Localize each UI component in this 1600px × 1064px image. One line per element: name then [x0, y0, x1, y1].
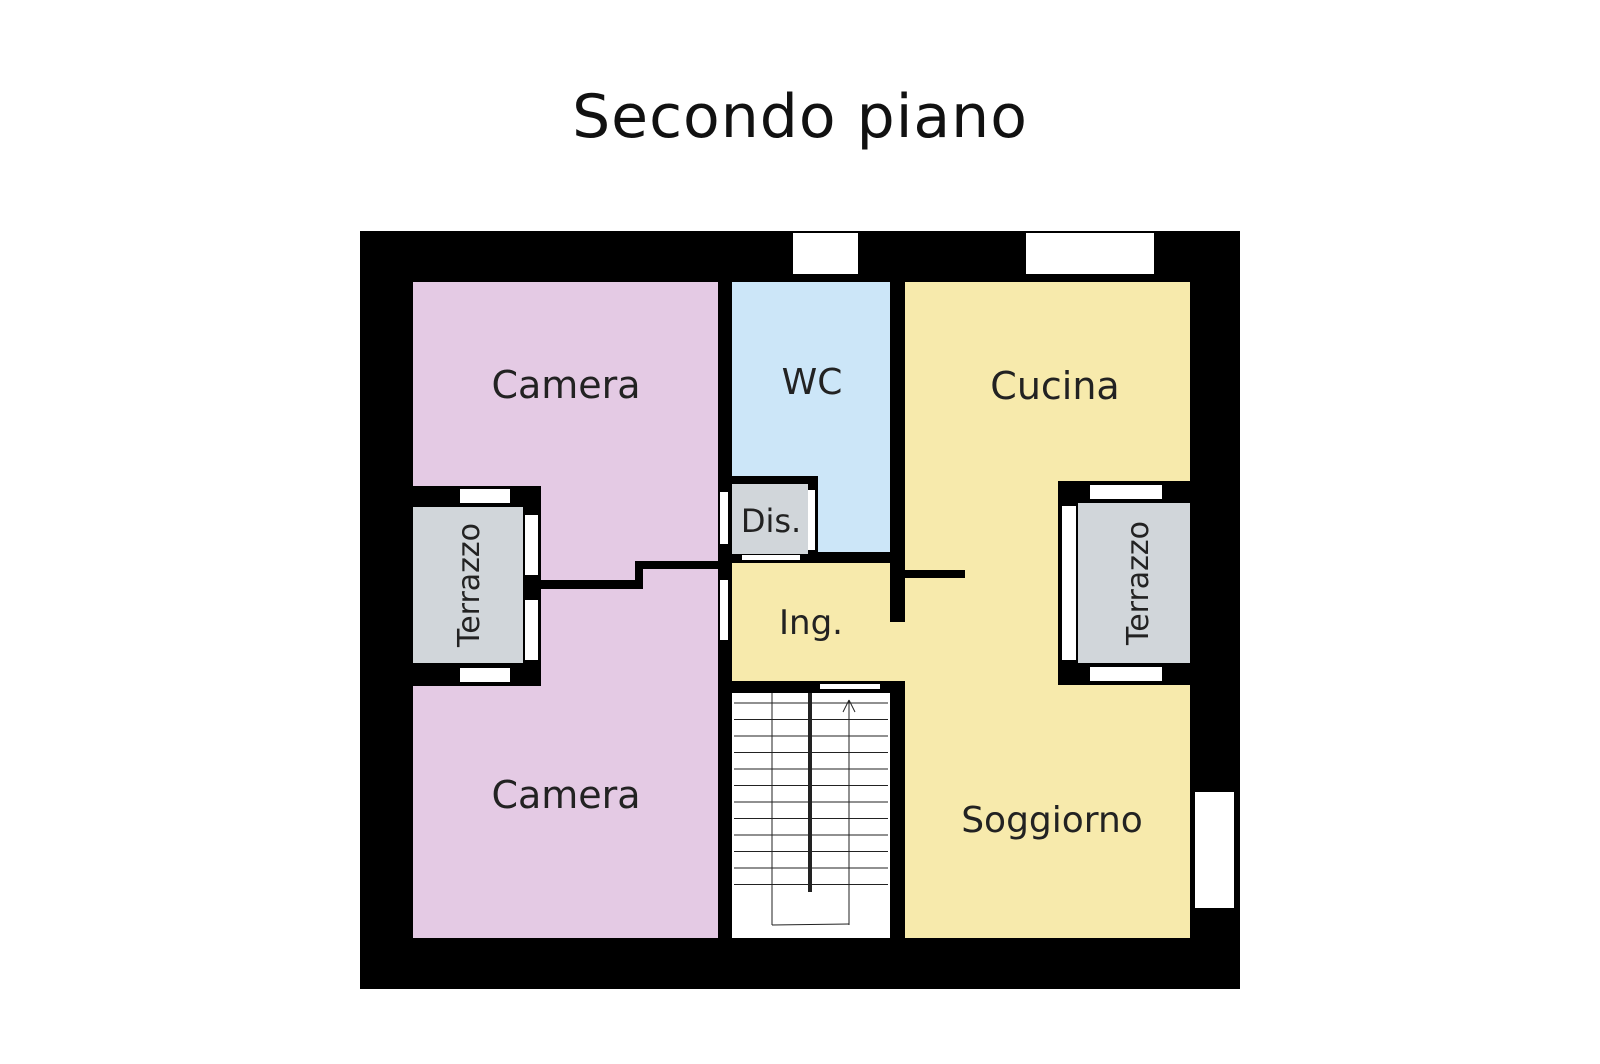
room-dis — [732, 484, 808, 554]
staircase — [734, 693, 888, 926]
partition-wall — [732, 552, 905, 563]
label-terrazzo-right: Terrazzo — [1121, 521, 1156, 646]
terrazzo-left — [413, 507, 523, 663]
partition-wall — [890, 570, 965, 578]
window — [525, 515, 538, 575]
door — [820, 684, 880, 689]
room-ing — [732, 563, 905, 681]
label-ing: Ing. — [779, 603, 843, 643]
label-terrazzo-left: Terrazzo — [452, 523, 487, 648]
window — [1026, 233, 1154, 274]
label-cucina: Cucina — [990, 364, 1119, 408]
page-title: Secondo piano — [572, 82, 1028, 152]
door — [720, 492, 728, 544]
label-soggiorno: Soggiorno — [961, 800, 1143, 841]
stair-rail — [771, 923, 850, 926]
label-camera-top: Camera — [491, 363, 640, 407]
partition-wall — [540, 561, 718, 589]
stair-arrow — [848, 699, 856, 713]
stair-arrow — [842, 699, 850, 713]
door — [742, 555, 800, 560]
window — [460, 668, 510, 682]
window — [793, 233, 858, 274]
label-dis: Dis. — [741, 502, 801, 540]
label-wc: WC — [782, 362, 843, 403]
door — [808, 490, 815, 550]
partition-wall — [890, 681, 905, 938]
window — [1062, 506, 1076, 660]
window — [1090, 485, 1162, 499]
door — [720, 580, 728, 640]
window — [460, 489, 510, 503]
terrazzo-right — [1078, 503, 1190, 663]
window — [1090, 667, 1162, 681]
window — [525, 600, 538, 660]
label-camera-bottom: Camera — [491, 773, 640, 817]
partition-wall — [890, 282, 905, 622]
room-camera-bottom — [413, 569, 718, 938]
window — [1195, 792, 1234, 908]
